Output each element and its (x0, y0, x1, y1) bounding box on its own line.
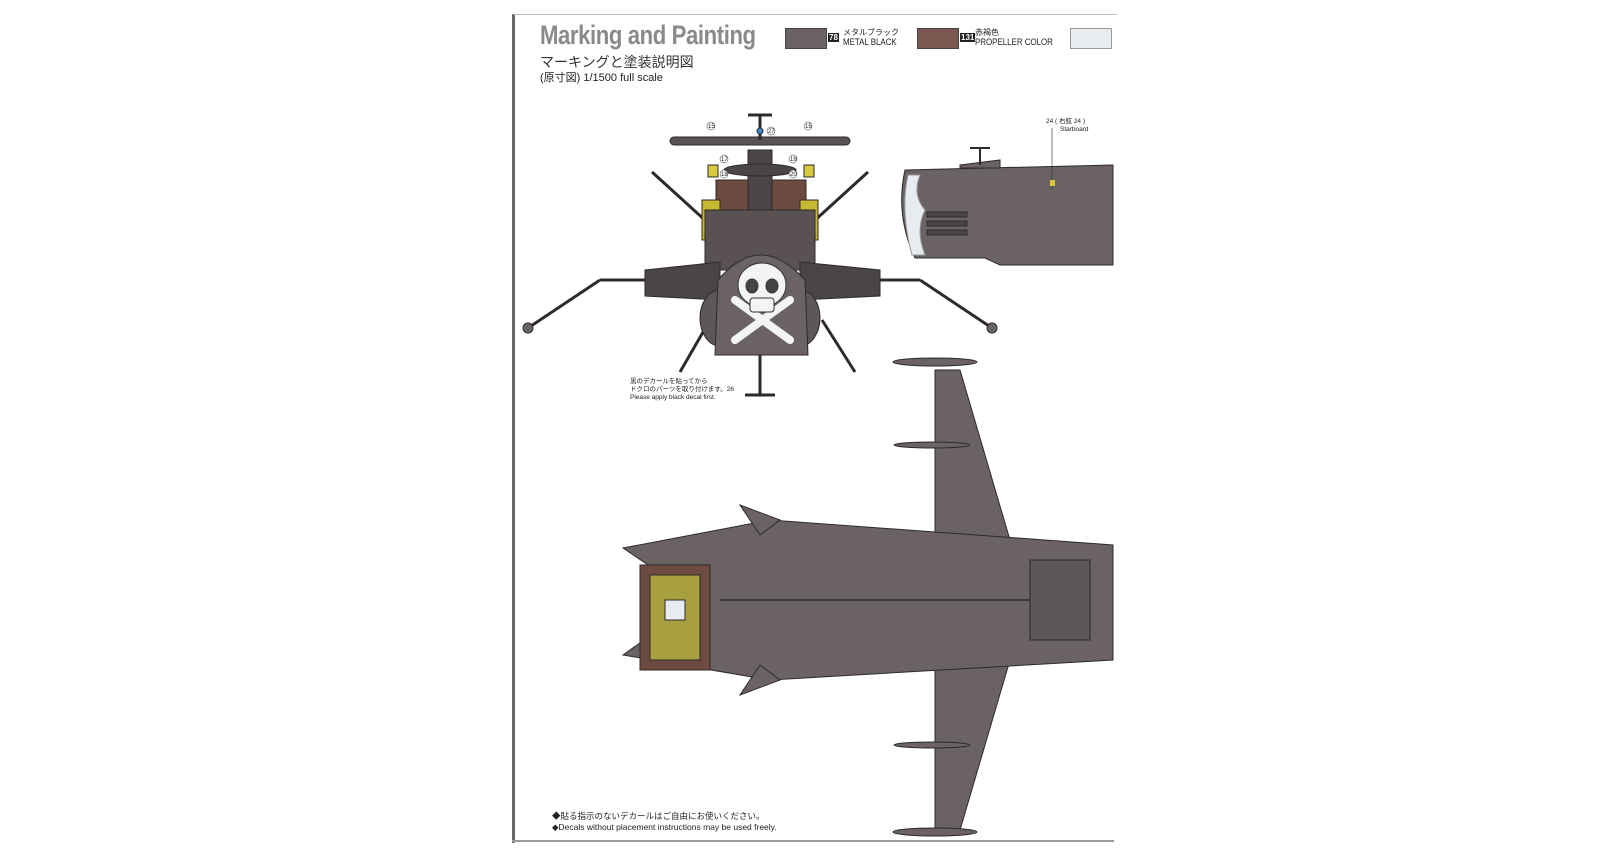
callout-20: 20 (790, 172, 797, 178)
paint-name-en: PROPELLER COLOR (975, 37, 1053, 47)
page-bottom-rule (512, 840, 1114, 842)
decal-note: 黒のデカールを貼ってから ドクロのパーツを取り付けます。26 Please ap… (630, 378, 734, 401)
callout-27: 27 (768, 129, 775, 135)
paint-swatch-metal-black (785, 28, 827, 49)
skull-crossbones-emblem (731, 262, 794, 344)
callout-18: 18 (721, 172, 728, 178)
front-view (522, 113, 998, 397)
page-subtitle: マーキングと塗装説明図 (540, 54, 694, 70)
paint-name-en: METAL BLACK (843, 37, 897, 47)
footer-note-en: ◆Decals without placement instructions m… (552, 822, 777, 832)
callout-15: 15 (708, 124, 715, 130)
paint-name-jp: メタルブラック (843, 28, 899, 37)
starboard-callout: 24 ( 右舷 24 ) Starboard (1046, 118, 1089, 133)
paint-swatch-propeller (917, 28, 959, 49)
page-title: Marking and Painting (540, 20, 756, 50)
callout-19: 19 (790, 157, 797, 163)
paint-name-jp: 赤褐色 (975, 28, 999, 37)
paint-swatch-white (1070, 28, 1112, 49)
top-view (621, 357, 1114, 837)
paint-code: 78 (828, 33, 839, 42)
scale-note: (原寸図) 1/1500 full scale (540, 72, 663, 84)
side-view (901, 128, 1114, 266)
callout-17: 17 (721, 157, 728, 163)
callout-15: 15 (805, 124, 812, 130)
instruction-page (512, 14, 1117, 843)
footer-note-jp: ◆貼る指示のないデカールはご自由にお使いください。 (552, 811, 765, 821)
paint-code: 131 (960, 33, 976, 42)
